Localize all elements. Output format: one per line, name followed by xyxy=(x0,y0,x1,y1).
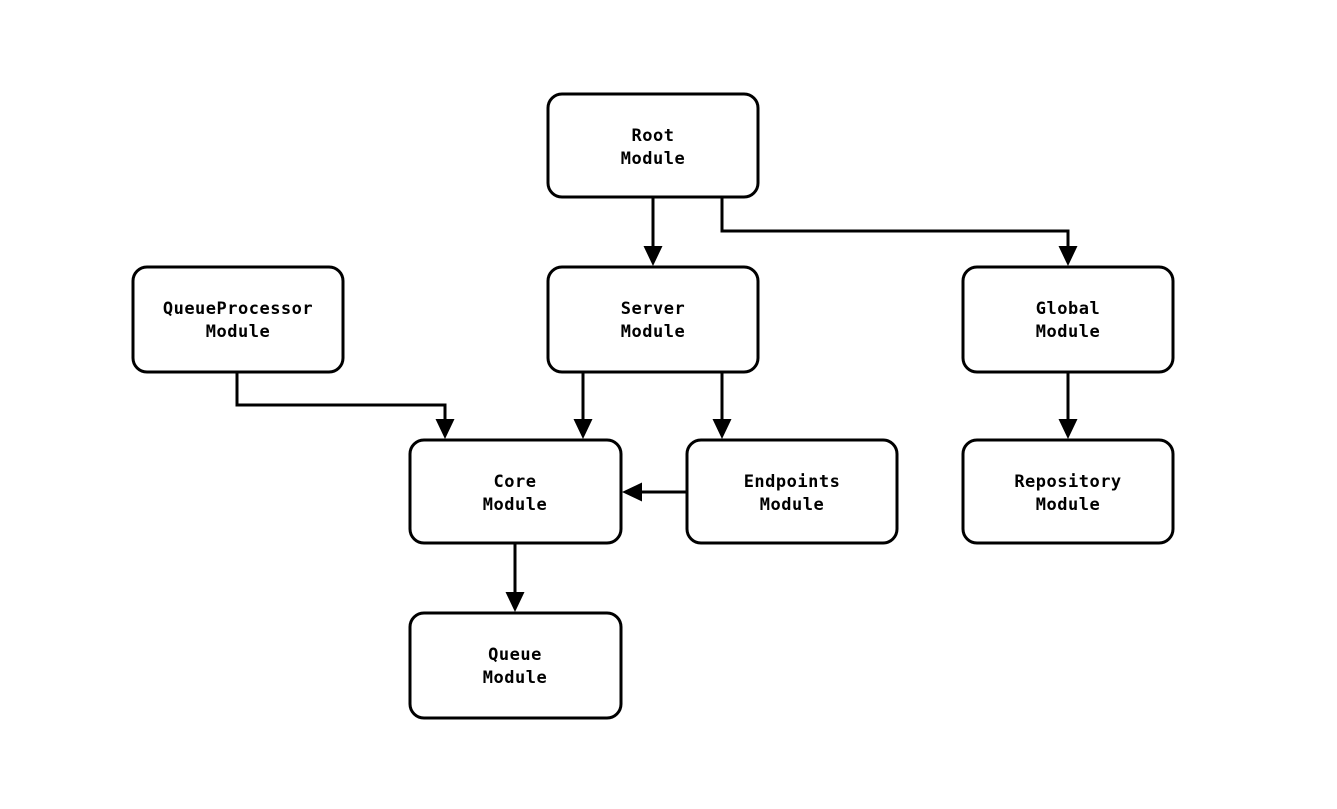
node-label-queueprocessor-line1: QueueProcessor xyxy=(163,299,313,319)
node-queueprocessor[interactable]: QueueProcessor Module xyxy=(131,265,345,374)
node-box-endpoints[interactable] xyxy=(685,438,899,545)
edge-server-to-core xyxy=(573,372,593,439)
arrow-head-icon xyxy=(712,419,732,439)
node-root[interactable]: Root Module xyxy=(546,92,760,199)
edge-global-to-repository xyxy=(1058,372,1078,439)
node-endpoints[interactable]: Endpoints Module xyxy=(685,438,899,545)
edge-core-to-queue xyxy=(505,543,525,612)
edge-root-to-server xyxy=(643,197,663,266)
node-label-queue-line1: Queue xyxy=(488,645,542,665)
node-label-endpoints-line1: Endpoints xyxy=(744,472,841,492)
node-label-repository-line2: Module xyxy=(1036,495,1100,515)
arrow-head-icon xyxy=(1058,246,1078,266)
edge-endpoints-to-core xyxy=(622,482,687,502)
edge-queueprocessor-to-core xyxy=(235,372,455,439)
node-box-core[interactable] xyxy=(408,438,623,545)
node-label-server-line1: Server xyxy=(621,299,685,319)
edge-root-to-global xyxy=(720,197,1078,266)
edge-layer xyxy=(235,197,1078,612)
node-box-repository[interactable] xyxy=(961,438,1175,545)
edge-line xyxy=(720,197,1070,252)
node-label-global-line2: Module xyxy=(1036,322,1100,342)
node-label-core-line1: Core xyxy=(494,472,537,492)
node-box-global[interactable] xyxy=(961,265,1175,374)
node-box-queueprocessor[interactable] xyxy=(131,265,345,374)
node-repository[interactable]: Repository Module xyxy=(961,438,1175,545)
node-global[interactable]: Global Module xyxy=(961,265,1175,374)
arrow-head-icon xyxy=(573,419,593,439)
node-box-server[interactable] xyxy=(546,265,760,374)
node-box-queue[interactable] xyxy=(408,611,623,720)
node-label-root-line2: Module xyxy=(621,149,685,169)
node-label-server-line2: Module xyxy=(621,322,685,342)
node-label-root-line1: Root xyxy=(632,126,675,146)
node-queue[interactable]: Queue Module xyxy=(408,611,623,720)
node-label-queue-line2: Module xyxy=(483,668,547,688)
arrow-head-icon xyxy=(435,419,455,439)
node-label-queueprocessor-line2: Module xyxy=(206,322,270,342)
arrow-head-icon xyxy=(643,246,663,266)
node-label-endpoints-line2: Module xyxy=(760,495,824,515)
node-box-root[interactable] xyxy=(546,92,760,199)
node-core[interactable]: Core Module xyxy=(408,438,623,545)
arrow-head-icon xyxy=(1058,419,1078,439)
arrow-head-icon xyxy=(505,592,525,612)
node-layer: Root Module QueueProcessor Module Server… xyxy=(131,92,1175,720)
edge-server-to-endpoints xyxy=(712,372,732,439)
node-label-core-line2: Module xyxy=(483,495,547,515)
arrow-head-icon xyxy=(622,482,642,502)
node-label-global-line1: Global xyxy=(1036,299,1100,319)
edge-line xyxy=(235,372,447,425)
node-server[interactable]: Server Module xyxy=(546,265,760,374)
node-label-repository-line1: Repository xyxy=(1014,472,1121,492)
